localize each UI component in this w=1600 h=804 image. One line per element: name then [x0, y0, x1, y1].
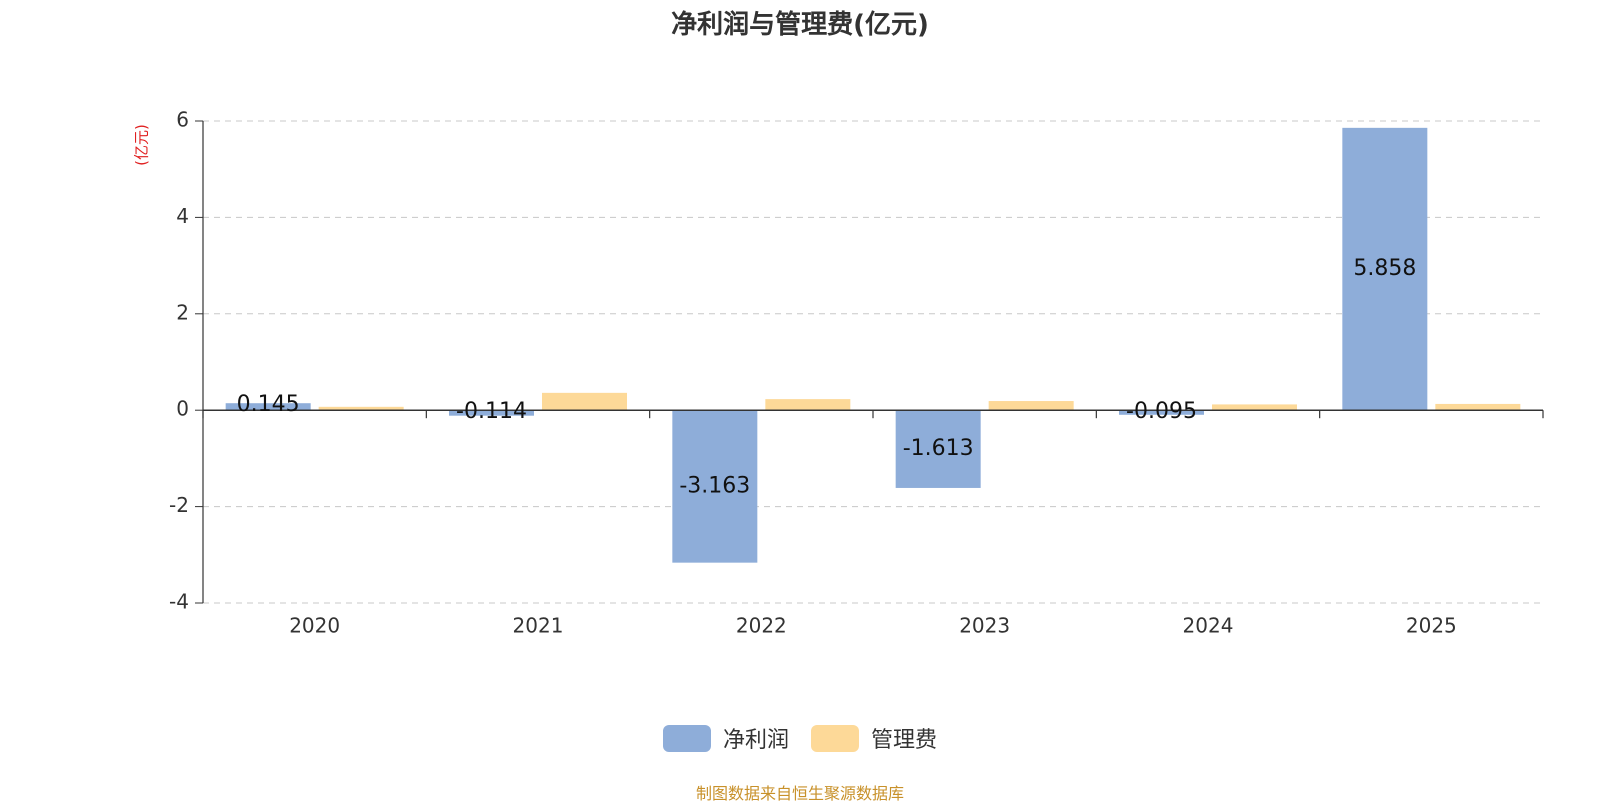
bar-admin-expense [765, 399, 851, 411]
y-tick-label: 6 [176, 108, 189, 132]
legend-label-net-profit: 净利润 [722, 728, 789, 753]
x-tick-label: 2021 [513, 614, 564, 638]
y-tick-label: 0 [176, 397, 189, 421]
gridlines [203, 120, 1543, 604]
legend: 净利润 管理费 [0, 722, 1600, 754]
source-note: 制图数据来自恒生聚源数据库 [695, 784, 904, 803]
bar-admin-expense [318, 406, 404, 411]
bar-admin-expense [988, 401, 1074, 411]
x-tick-label: 2025 [1406, 614, 1457, 638]
legend-swatch-net-profit [662, 724, 711, 752]
bar-admin-expense [1212, 404, 1297, 411]
x-tick-label: 2024 [1183, 614, 1234, 638]
y-tick-label: 4 [176, 204, 189, 228]
legend-item-admin-expense[interactable]: 管理费 [811, 722, 937, 754]
x-tick-label: 2022 [736, 614, 787, 638]
x-tick-label: 2023 [959, 614, 1010, 638]
bar-admin-expense [1435, 403, 1521, 411]
x-tick-label: 2020 [289, 614, 340, 638]
bar-net-profit [449, 410, 534, 416]
data-labels: 0.145 -0.114 -3.163 -1.613 -0.095 5.858 [237, 256, 1417, 498]
bar-admin-expense [542, 392, 627, 411]
data-label: -3.163 [679, 473, 750, 498]
data-label: -0.095 [1126, 399, 1197, 424]
bars [225, 127, 1521, 563]
y-tick-label: 2 [176, 300, 189, 324]
bar-net-profit [672, 410, 758, 563]
data-label: -1.613 [903, 436, 974, 461]
bar-net-profit [225, 403, 311, 411]
legend-swatch-admin-expense [811, 724, 859, 752]
bar-net-profit [895, 410, 981, 488]
bar-net-profit [1119, 410, 1204, 415]
legend-item-net-profit[interactable]: 净利润 [662, 722, 789, 754]
y-tick-label: -4 [169, 590, 189, 614]
bar-net-profit [1342, 127, 1428, 411]
axes: -4 -2 0 2 4 6 2020 2021 2022 2023 2024 2025 [169, 108, 1544, 638]
data-label: 5.858 [1353, 256, 1416, 281]
data-label: 0.145 [237, 392, 300, 417]
legend-label-admin-expense: 管理费 [871, 728, 938, 753]
y-tick-label: -2 [169, 493, 189, 517]
data-label: -0.114 [456, 399, 527, 424]
chart-title: 净利润与管理费(亿元) [671, 10, 929, 40]
